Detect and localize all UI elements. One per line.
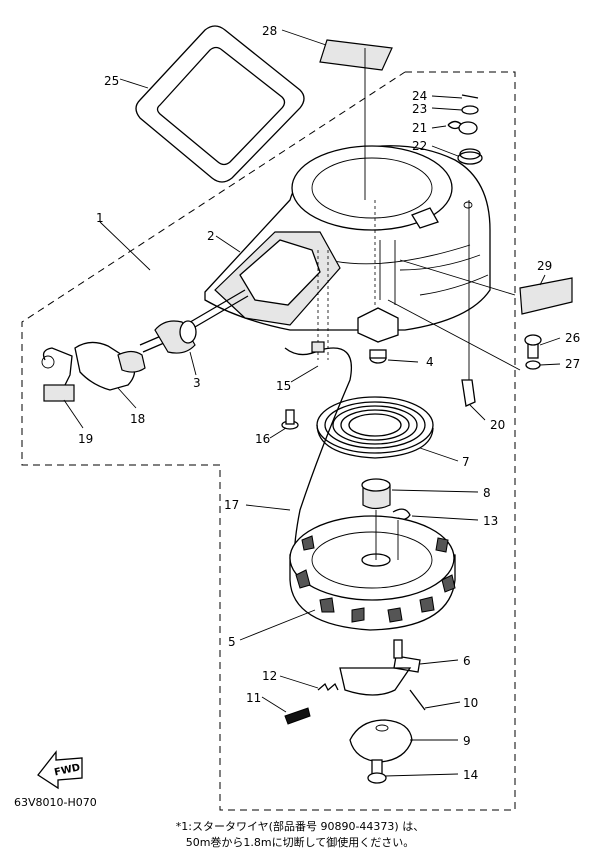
- part-number-21: 21: [412, 121, 427, 135]
- part-19-handle-insert: [41, 347, 75, 402]
- part-number-24: 24: [412, 89, 427, 103]
- note-line-2: 50m巻から1.8mに切断して御使用ください。: [185, 836, 415, 849]
- part-number-28: 28: [262, 24, 277, 38]
- part-number-22: 22: [412, 139, 427, 153]
- part-number-11: 11: [246, 691, 261, 705]
- part-number-6: 6: [463, 654, 471, 668]
- fwd-label: FWD: [53, 762, 81, 778]
- part-number-20: 20: [490, 418, 505, 432]
- part-9-cover-plate: [349, 719, 413, 763]
- part-number-12: 12: [262, 669, 277, 683]
- part-number-15: 15: [276, 379, 291, 393]
- part-16-screw: [281, 409, 299, 430]
- part-number-16: 16: [255, 432, 270, 446]
- part-number-26: 26: [565, 331, 580, 345]
- starter-housing: [204, 145, 491, 360]
- part-number-2: 2: [207, 229, 215, 243]
- part-6-pawl: [393, 639, 421, 673]
- part-25-gasket: [135, 25, 305, 183]
- part-number-13: 13: [483, 514, 498, 528]
- part-27-washer: [525, 360, 541, 370]
- part-18-handle: [74, 341, 146, 391]
- part-7-spiral-spring: [316, 396, 434, 459]
- part-26-bolt: [524, 334, 542, 359]
- part-21-spring-clip: [447, 120, 478, 135]
- part-12-small-spring: [317, 682, 339, 692]
- part-28-label-sticker: [319, 39, 393, 71]
- part-number-23: 23: [412, 102, 427, 116]
- diagram-code: 63V8010-H070: [14, 796, 97, 809]
- note-line-1: *1:スタータワイヤ(部品番号 90890-44373) は、: [175, 820, 425, 833]
- part-4-bushing: [369, 349, 387, 364]
- part-number-5: 5: [228, 635, 236, 649]
- part-number-25: 25: [104, 74, 119, 88]
- part-8-bushing: [361, 478, 391, 510]
- part-20-clip: [461, 200, 476, 407]
- part-number-8: 8: [483, 486, 491, 500]
- part-number-1: 1: [96, 211, 104, 225]
- part-number-18: 18: [130, 412, 145, 426]
- part-number-7: 7: [462, 455, 470, 469]
- part-11-coil-spring: [284, 707, 311, 725]
- part-number-17: 17: [224, 498, 239, 512]
- part-number-14: 14: [463, 768, 478, 782]
- part-29-label: [519, 277, 573, 315]
- part-22-coil-spring: [457, 148, 483, 165]
- part-5-pulley: [289, 510, 456, 631]
- part-10-spring: [339, 667, 426, 711]
- part-number-4: 4: [426, 355, 434, 369]
- part-number-19: 19: [78, 432, 93, 446]
- part-number-29: 29: [537, 259, 552, 273]
- part-number-10: 10: [463, 696, 478, 710]
- fwd-arrow-icon: FWD: [37, 750, 83, 790]
- part-number-9: 9: [463, 734, 471, 748]
- leader-lines: [63, 29, 561, 777]
- part-24-pin: [461, 94, 479, 99]
- part-23-washer: [461, 105, 479, 115]
- hose-fitting: [311, 341, 325, 353]
- part-14-bolt: [367, 759, 387, 784]
- assembly-outline: [21, 71, 516, 811]
- part-number-27: 27: [565, 357, 580, 371]
- part-3-rope-guide: [154, 320, 197, 354]
- part-number-3: 3: [193, 376, 201, 390]
